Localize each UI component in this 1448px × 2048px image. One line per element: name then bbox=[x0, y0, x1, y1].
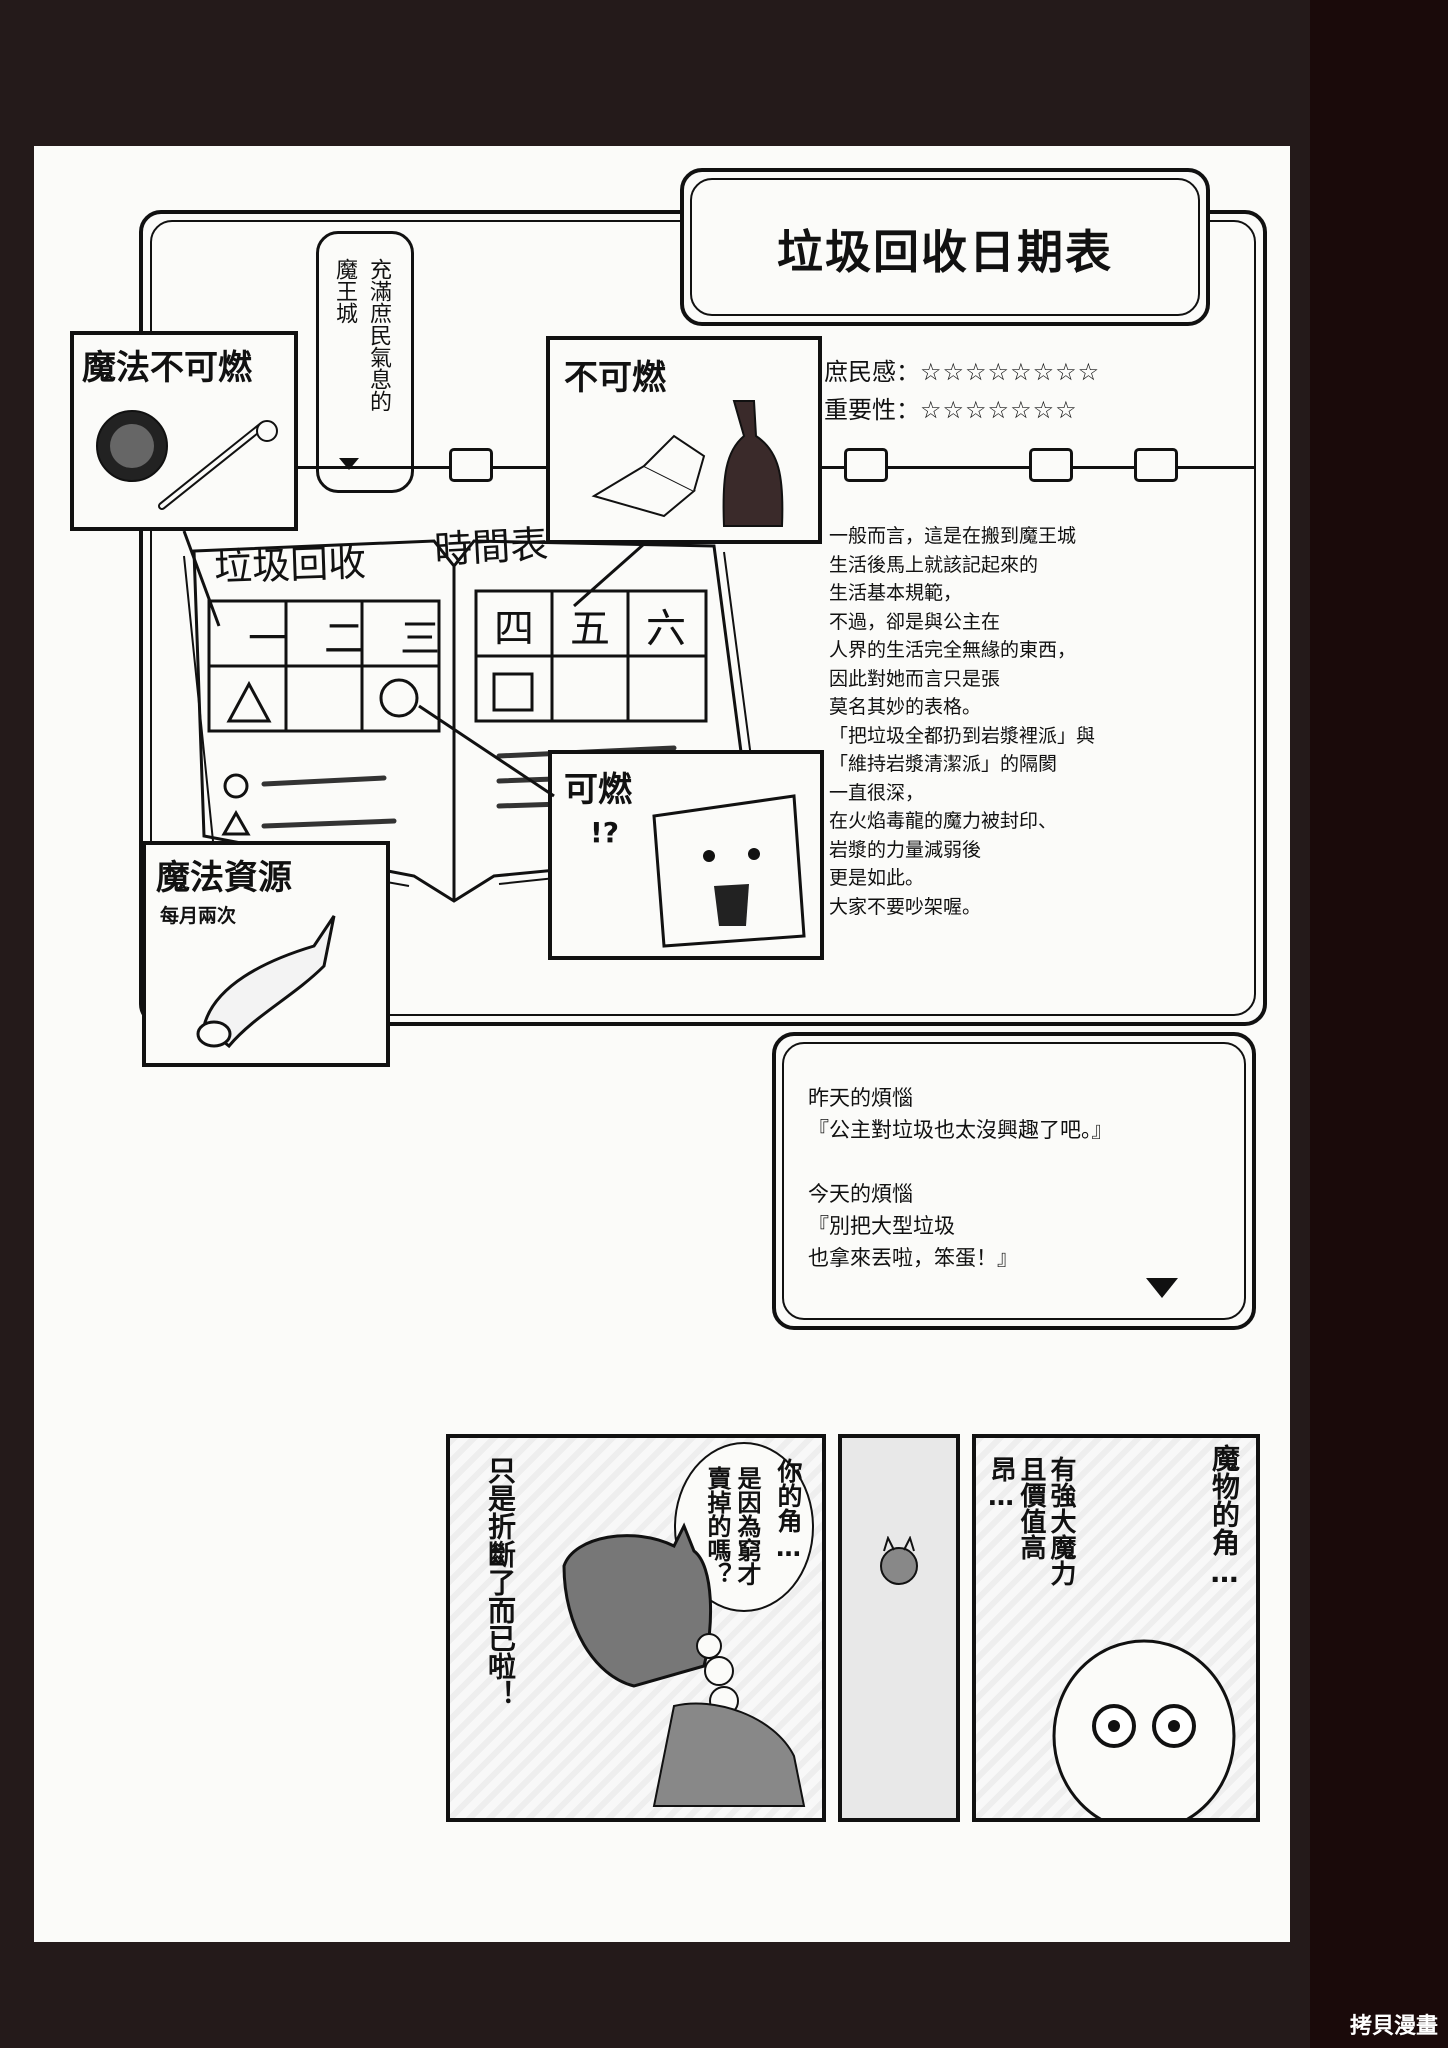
today-title: 今天的煩惱 bbox=[808, 1182, 913, 1206]
callout-magic-resource bbox=[142, 841, 390, 1067]
tag-vertical-text: 充滿庶民氣息的魔王城 bbox=[332, 258, 391, 412]
clip-icon bbox=[1029, 448, 1073, 482]
yesterday-text: 『公主對垃圾也太沒興趣了吧。』 bbox=[808, 1118, 1113, 1142]
page-edge-strip bbox=[1310, 0, 1448, 2048]
bubble-your-horn: 你的角… bbox=[774, 1458, 803, 1562]
rating-label: 庶民感： bbox=[824, 358, 920, 386]
clip-icon bbox=[1134, 448, 1178, 482]
bottle-shards-icon bbox=[591, 400, 784, 527]
day-label: 六 bbox=[646, 606, 686, 652]
callout-arrows bbox=[182, 530, 645, 798]
beast-knight-chibi-icon bbox=[880, 1536, 918, 1585]
bubble-monster-horn: 魔物的角… bbox=[1208, 1444, 1241, 1589]
tag-box bbox=[316, 231, 414, 493]
bubble-great-magic: 有強大魔力且價值高昂… bbox=[986, 1456, 1076, 1586]
rating-row-2: 重要性：☆☆☆☆☆☆☆ bbox=[824, 390, 1078, 425]
bubble-sold-poor: 是因為窮才賣掉的嗎？ bbox=[703, 1466, 761, 1586]
day-label: 三 bbox=[400, 616, 440, 662]
today-text-2: 也拿來丟啦，笨蛋！』 bbox=[808, 1246, 1018, 1270]
princess-face-icon bbox=[1052, 1639, 1236, 1818]
rating-label: 重要性： bbox=[824, 396, 920, 424]
broken-orb-icon bbox=[96, 410, 278, 510]
rating-row-1: 庶民感：☆☆☆☆☆☆☆☆ bbox=[824, 352, 1100, 387]
schedule-title: 垃圾回收日期表 bbox=[777, 225, 1113, 279]
next-arrow-icon bbox=[1146, 1278, 1178, 1298]
schedule-title-box bbox=[680, 168, 1210, 326]
book-right-days: 四五六 bbox=[476, 596, 704, 654]
yesterday-title: 昨天的煩惱 bbox=[808, 1086, 913, 1110]
book-left-days: 一二三 bbox=[230, 606, 458, 664]
comic-panel-middle bbox=[838, 1434, 960, 1822]
today-text-1: 『別把大型垃圾 bbox=[808, 1214, 955, 1238]
beast-knight-face-icon bbox=[562, 1522, 806, 1807]
callout-magic-resource-label: 魔法資源 bbox=[156, 858, 292, 898]
manga-page: 垃圾回收日期表 充滿庶民氣息的魔王城 庶民感：☆☆☆☆☆☆☆☆ 重要性：☆☆☆☆… bbox=[34, 146, 1290, 1942]
callout-nonburnable-label: 不可燃 bbox=[564, 358, 666, 398]
bubble-just-broke: 只是折斷了而已啦！ bbox=[484, 1456, 517, 1708]
callout-magic-resource-sub: 每月兩次 bbox=[160, 905, 237, 927]
clip-icon bbox=[449, 448, 493, 482]
star-rating-icon: ☆☆☆☆☆☆☆ bbox=[920, 396, 1078, 424]
worries-box-inner bbox=[782, 1042, 1246, 1320]
star-rating-icon: ☆☆☆☆☆☆☆☆ bbox=[920, 358, 1101, 386]
day-label: 一 bbox=[248, 616, 288, 662]
site-watermark: 拷貝漫畫 bbox=[1349, 2013, 1438, 2039]
day-label: 四 bbox=[494, 606, 534, 652]
clip-icon bbox=[844, 448, 888, 482]
schedule-title-box-inner bbox=[690, 178, 1200, 316]
schedule-description: 一般而言，這是在搬到魔王城 生活後馬上就該記起來的 生活基本規範， 不過，卻是與… bbox=[829, 525, 1096, 918]
broken-horn-icon bbox=[196, 915, 336, 1049]
callout-burnable-exclaim: !? bbox=[590, 816, 620, 849]
day-label: 二 bbox=[324, 616, 364, 662]
crying-box-creature-icon bbox=[652, 794, 806, 948]
day-label: 五 bbox=[570, 606, 610, 652]
callout-magic-nonburnable-label: 魔法不可燃 bbox=[82, 348, 252, 388]
callout-burnable-label: 可燃 bbox=[564, 770, 632, 810]
